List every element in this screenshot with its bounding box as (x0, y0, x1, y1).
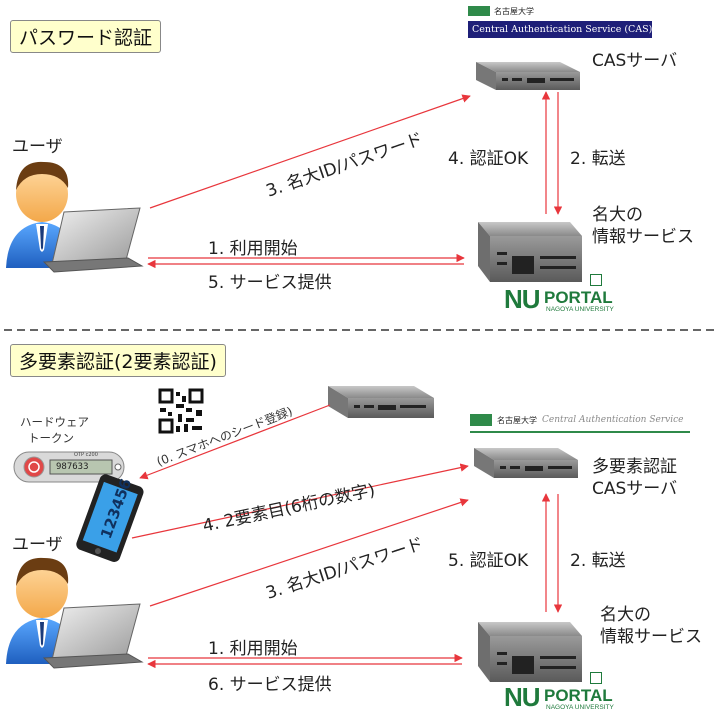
arrow-step3-line-b (149, 498, 469, 607)
cas-logo-banner-2: Central Authentication Service (542, 415, 684, 425)
token-display: 987633 (56, 462, 89, 472)
cas-logo-2: 名古屋大学 Central Authentication Service (470, 412, 690, 438)
user-label: ユーザ (12, 137, 63, 157)
arrow-step1-label: 1. 利用開始 (208, 239, 298, 259)
nuportal-sub: NAGOYA UNIVERSITY (546, 306, 614, 313)
cas-logo-banner: Central Authentication Service (CAS) (468, 21, 652, 38)
nuportal-logo-2: NU PORTAL NAGOYA UNIVERSITY (504, 672, 644, 712)
hardware-token-icon (13, 451, 125, 483)
arrow-step3-line (149, 94, 471, 209)
hw-token-label-line2: トークン (28, 431, 74, 445)
laptop-icon-2 (42, 603, 144, 669)
cas-server-icon (476, 62, 580, 90)
nuportal-mark-icon-2 (590, 672, 602, 684)
service-server-icon-2 (478, 622, 582, 682)
section-title-password: パスワード認証 (10, 20, 162, 53)
nuportal-portal: PORTAL (544, 288, 613, 307)
univ-crest-icon (468, 6, 490, 16)
section-title-mfa: 多要素認証(2要素認証) (10, 344, 226, 377)
nuportal-nu: NU (504, 284, 541, 314)
smartphone-icon (76, 474, 144, 562)
arrow-step1-label-b: 1. 利用開始 (208, 639, 298, 659)
service-label-line1-b: 名大の (600, 605, 651, 625)
arrow-step4-line-b (131, 463, 469, 539)
arrow-seed-line (139, 404, 331, 480)
user-label-2: ユーザ (12, 535, 63, 555)
nuportal-sub-2: NAGOYA UNIVERSITY (546, 704, 614, 711)
nuportal-mark-icon (590, 274, 602, 286)
nuportal-portal-2: PORTAL (544, 686, 613, 705)
hw-token-label-line1: ハードウェア (20, 415, 89, 429)
service-label-line1: 名大の (592, 205, 643, 225)
arrow-step6-label-b: 6. サービス提供 (208, 675, 332, 695)
arrow-step5-label: 5. サービス提供 (208, 273, 332, 293)
cas-logo: 名古屋大学 Central Authentication Service (CA… (468, 4, 652, 40)
mfa-cas-server-icon (474, 448, 578, 478)
arrow-step5-label-b: 5. 認証OK (448, 551, 529, 571)
service-label-line2-b: 情報サービス (600, 627, 702, 647)
mfa-server-label-line2: CASサーバ (592, 479, 678, 499)
seed-server-icon (328, 386, 434, 418)
cas-server-label: CASサーバ (592, 51, 678, 71)
arrow-step2-label-b: 2. 転送 (570, 551, 626, 571)
token-brand: OTP c200 (74, 452, 98, 458)
laptop-icon (42, 207, 144, 273)
nuportal-logo: NU PORTAL NAGOYA UNIVERSITY (504, 274, 644, 314)
service-label-line2: 情報サービス (592, 227, 694, 247)
arrow-step2-label: 2. 転送 (570, 149, 626, 169)
nuportal-nu-2: NU (504, 682, 541, 712)
service-server-icon (478, 222, 582, 282)
qr-code-icon (158, 388, 204, 434)
cas-logo-univ: 名古屋大学 (494, 6, 534, 16)
cas-logo-rule (470, 431, 690, 433)
univ-crest-icon-2 (470, 414, 492, 426)
cas-logo-univ-2: 名古屋大学 (497, 415, 537, 425)
arrow-step4-label: 4. 認証OK (448, 149, 529, 169)
mfa-server-label-line1: 多要素認証 (592, 457, 677, 477)
